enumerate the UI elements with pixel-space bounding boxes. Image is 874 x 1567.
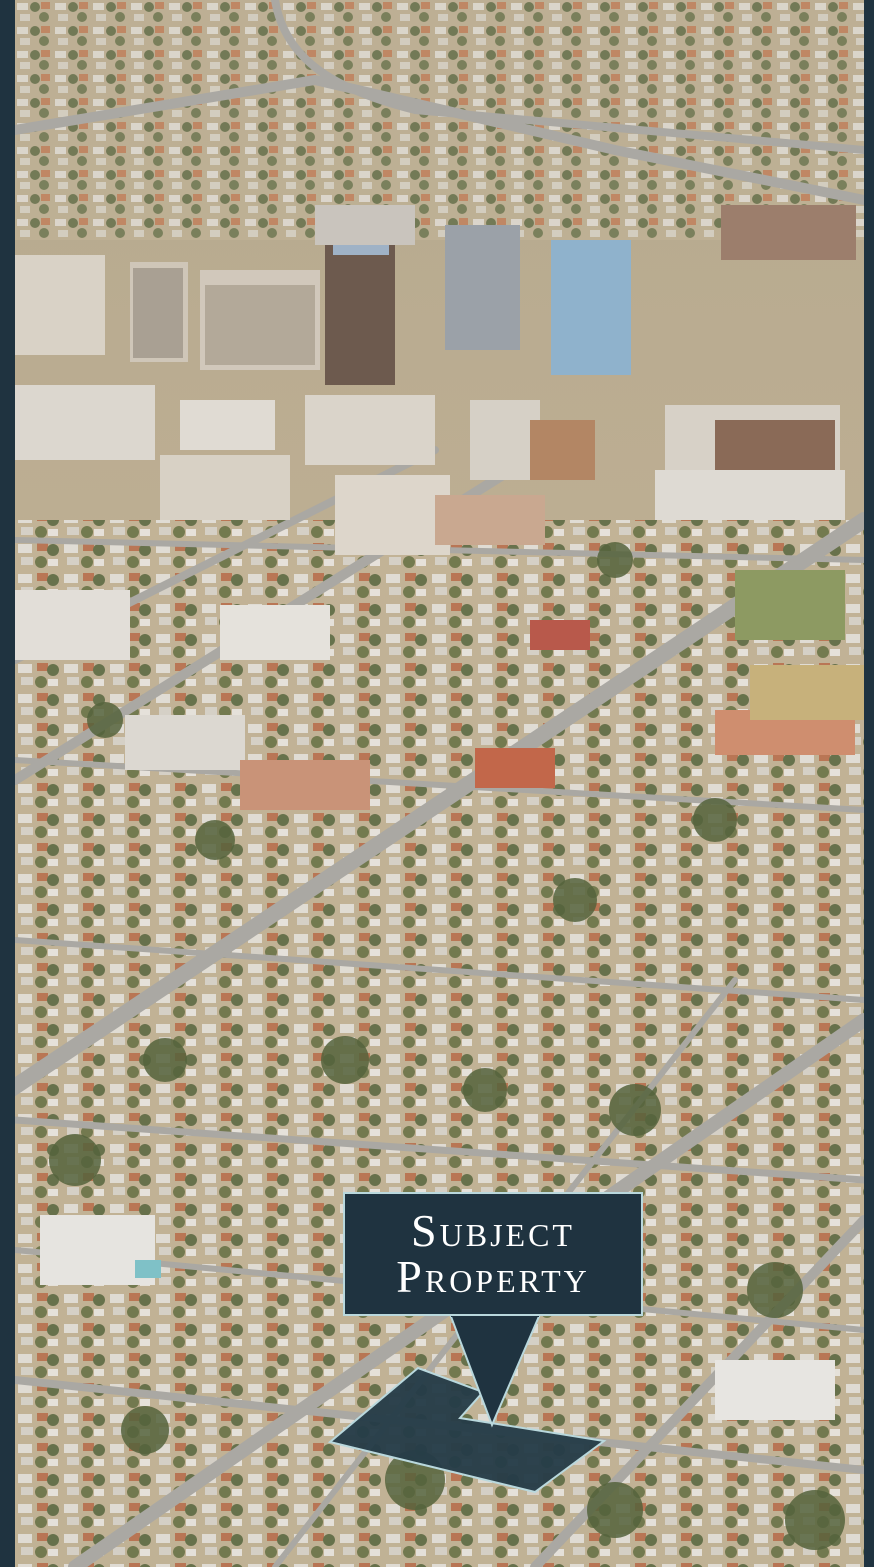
right-frame-border	[864, 0, 874, 1567]
tree-canopy	[49, 542, 845, 1550]
aerial-map-drawing	[15, 0, 864, 1567]
callout-label-line-2: Property	[396, 1251, 590, 1302]
aerial-map	[15, 0, 864, 1567]
subject-property-callout: Subject Property	[343, 1192, 643, 1316]
downtown-buildings	[15, 205, 864, 1420]
left-frame-border	[0, 0, 15, 1567]
callout-label-line-1: Subject	[411, 1205, 575, 1256]
